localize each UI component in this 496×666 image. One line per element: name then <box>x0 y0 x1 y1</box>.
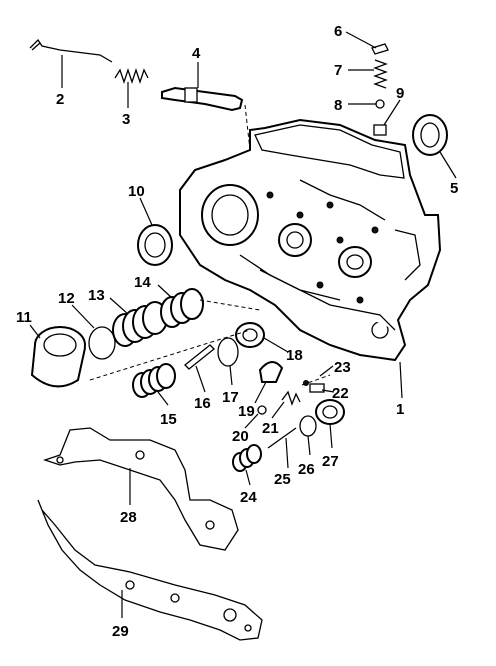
callout-9: 9 <box>396 85 404 102</box>
callout-25: 25 <box>274 471 291 488</box>
part-23-pin <box>301 374 331 386</box>
callout-28: 28 <box>120 509 137 526</box>
part-2-lever <box>29 38 113 63</box>
part-3-spring <box>114 67 149 85</box>
part-20-ball <box>257 405 267 415</box>
callout-12: 12 <box>58 290 75 307</box>
part-7-spring <box>373 59 388 89</box>
callout-3: 3 <box>122 111 130 128</box>
callout-15: 15 <box>160 411 177 428</box>
part-21-spring <box>281 390 301 406</box>
part-10-gasket <box>137 224 173 266</box>
part-9-plug <box>373 124 387 136</box>
part-4-valve <box>161 86 244 112</box>
part-15-spring <box>132 363 176 398</box>
part-6-clip <box>371 43 389 55</box>
part-13-spring <box>112 301 168 347</box>
part-18-seal <box>235 322 265 348</box>
callout-21: 21 <box>262 420 279 437</box>
callout-23: 23 <box>334 359 351 376</box>
callout-numbers: 1 2 3 4 5 6 7 8 9 10 11 12 13 14 15 16 1… <box>16 23 458 640</box>
part-26-oring <box>299 415 317 437</box>
part-11-piston <box>30 326 86 388</box>
callout-16: 16 <box>194 395 211 412</box>
part-27-cup <box>315 399 345 425</box>
part-24-spring <box>232 444 262 472</box>
alignment-line <box>244 104 251 151</box>
part-5-seal <box>412 114 448 156</box>
part-17-ring <box>217 337 239 367</box>
alignment-line <box>199 299 261 311</box>
callout-1: 1 <box>396 401 404 418</box>
callout-13: 13 <box>88 287 105 304</box>
leader-lines <box>29 31 457 618</box>
callout-26: 26 <box>298 461 315 478</box>
part-16-pin <box>184 344 215 370</box>
callout-27: 27 <box>322 453 339 470</box>
callout-20: 20 <box>232 428 249 445</box>
callout-22: 22 <box>332 385 349 402</box>
callout-5: 5 <box>450 180 458 197</box>
callout-14: 14 <box>134 274 151 291</box>
main-housing <box>179 118 442 362</box>
callout-24: 24 <box>240 489 257 506</box>
callout-29: 29 <box>112 623 129 640</box>
part-29-gasket <box>37 499 263 641</box>
callout-8: 8 <box>334 97 342 114</box>
part-12-oring <box>88 326 116 360</box>
part-25-rod <box>267 427 297 449</box>
part-22-plug <box>309 383 325 393</box>
part-19-cap <box>258 361 284 383</box>
callout-19: 19 <box>238 403 255 420</box>
callout-10: 10 <box>128 183 145 200</box>
callout-7: 7 <box>334 62 342 79</box>
part-14-spring <box>160 288 204 328</box>
part-8-ball <box>375 99 385 109</box>
callout-11: 11 <box>16 309 32 326</box>
callout-6: 6 <box>334 23 342 40</box>
callout-2: 2 <box>56 91 64 108</box>
callout-17: 17 <box>222 389 239 406</box>
callout-18: 18 <box>286 347 303 364</box>
callout-4: 4 <box>192 45 201 62</box>
part-28-gasket <box>42 427 239 551</box>
